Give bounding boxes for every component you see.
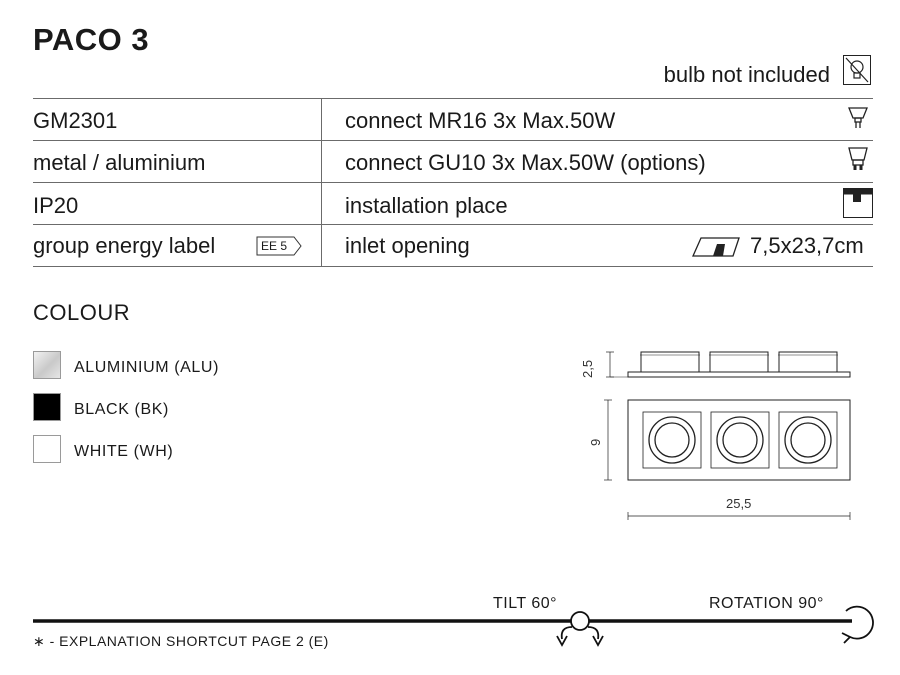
height-dimension: 2,5 <box>580 359 595 378</box>
spec-inlet-opening: inlet opening <box>345 233 470 258</box>
table-rule <box>33 266 873 267</box>
side-view <box>606 351 851 378</box>
ip-rating: IP20 <box>33 193 79 218</box>
colour-label-black: BLACK (BK) <box>74 401 169 418</box>
colour-heading: COLOUR <box>33 300 131 325</box>
inlet-opening-icon <box>691 237 740 257</box>
colour-label-white: WHITE (WH) <box>74 443 174 460</box>
swatch-black <box>33 393 61 421</box>
footnote: ∗ - EXPLANATION SHORTCUT PAGE 2 (E) <box>33 633 329 649</box>
width-dimension: 25,5 <box>726 496 752 511</box>
colour-label-aluminium: ALUMINIUM (ALU) <box>74 359 220 376</box>
top-view <box>604 399 851 520</box>
rotation-label: ROTATION 90° <box>709 595 824 612</box>
table-rule <box>33 224 873 225</box>
table-column-divider <box>321 98 322 266</box>
installation-place-icon <box>843 188 873 218</box>
energy-label-badge-icon <box>256 236 302 256</box>
table-rule <box>33 98 873 99</box>
swatch-aluminium <box>33 351 61 379</box>
technical-drawing <box>604 351 851 520</box>
product-code: GM2301 <box>33 108 118 133</box>
swatch-white <box>33 435 61 463</box>
spec-mr16: connect MR16 3x Max.50W <box>345 108 616 133</box>
rotation-icon <box>841 605 874 644</box>
energy-label-badge: EE 5 <box>261 239 288 253</box>
depth-dimension: 9 <box>588 438 603 446</box>
spec-gu10: connect GU10 3x Max.50W (options) <box>345 150 706 175</box>
bulb-not-included-note: bulb not included <box>663 62 830 87</box>
tilt-label: TILT 60° <box>493 595 558 612</box>
bulb-not-included-icon <box>843 55 871 85</box>
tilt-icon <box>556 611 604 647</box>
feature-line <box>33 619 852 623</box>
table-rule <box>33 182 873 183</box>
spec-installation-place: installation place <box>345 193 508 218</box>
inlet-opening-value: 7,5x23,7cm <box>750 233 864 258</box>
gu10-bulb-icon <box>848 147 868 170</box>
energy-label-text: group energy label <box>33 233 216 258</box>
material: metal / aluminium <box>33 150 206 175</box>
table-rule <box>33 140 873 141</box>
mr16-bulb-icon <box>848 107 868 128</box>
product-title: PACO 3 <box>33 22 150 57</box>
